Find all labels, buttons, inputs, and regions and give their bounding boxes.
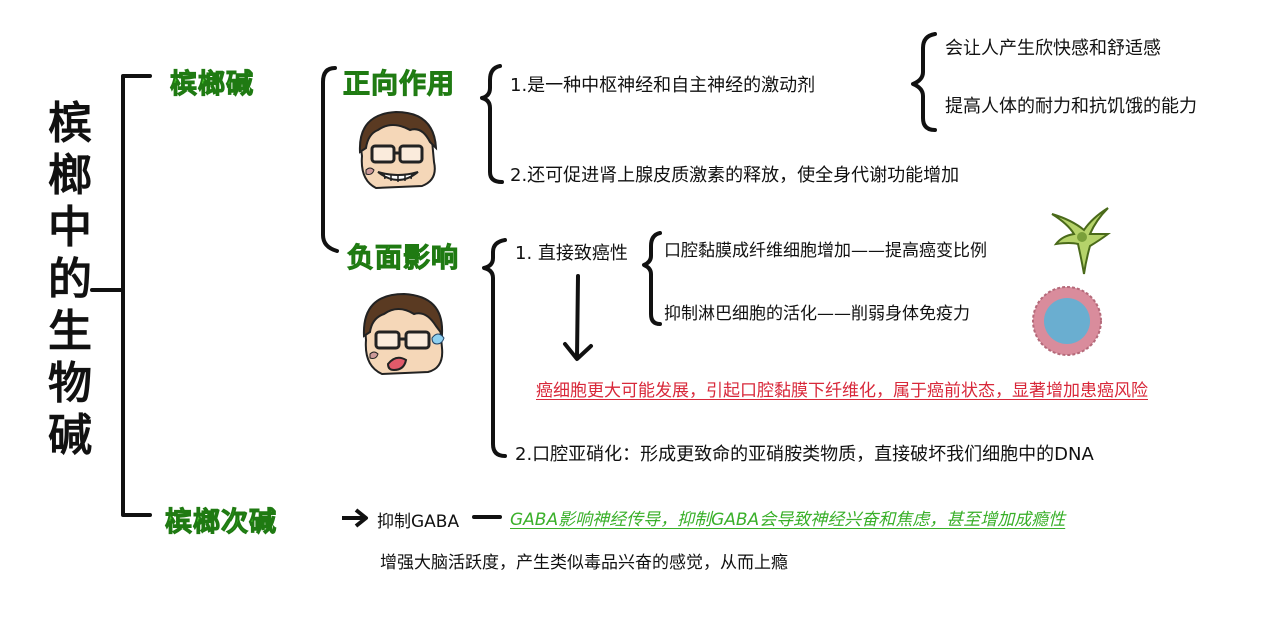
addiction-result: 增强大脑活跃度，产生类似毒品兴奋的感觉，从而上瘾 xyxy=(380,553,788,573)
negative-effects-label: 负面影响 xyxy=(347,243,459,275)
positive-effects-label: 正向作用 xyxy=(343,69,455,101)
arecaidine-label: 槟榔次碱 xyxy=(165,507,277,539)
fibroblast-cell-icon xyxy=(1051,207,1112,275)
negative-item-2: 2.口腔亚硝化：形成更致命的亚硝胺类物质，直接破坏我们细胞中的DNA xyxy=(515,444,1094,465)
negative-item-1: 1. 直接致癌性 xyxy=(515,243,628,264)
cancer-risk-result: 癌细胞更大可能发展，引起口腔黏膜下纤维化，属于癌前状态，显著增加患癌风险 xyxy=(536,381,1148,401)
negative-sub-1: 口腔黏膜成纤维细胞增加——提高癌变比例 xyxy=(664,241,987,261)
lymphocyte-cell-icon xyxy=(1032,286,1102,356)
positive-sub-1: 会让人产生欣快感和舒适感 xyxy=(945,38,1161,59)
main-title: 槟榔中的生物碱 xyxy=(48,98,92,461)
negative-sub-2: 抑制淋巴细胞的活化——削弱身体免疫力 xyxy=(664,304,970,324)
happy-face-icon xyxy=(358,110,438,190)
gaba-inhibition: 抑制GABA xyxy=(377,512,460,532)
positive-item-2: 2.还可促进肾上腺皮质激素的释放，使全身代谢功能增加 xyxy=(510,165,960,186)
positive-item-1: 1.是一种中枢神经和自主神经的激动剂 xyxy=(510,75,816,96)
arecoline-label: 槟榔碱 xyxy=(170,69,254,101)
sad-face-icon xyxy=(362,292,445,376)
positive-sub-2: 提高人体的耐力和抗饥饿的能力 xyxy=(945,96,1197,117)
gaba-note: GABA影响神经传导，抑制GABA会导致神经兴奋和焦虑，甚至增加成瘾性 xyxy=(510,510,1066,530)
